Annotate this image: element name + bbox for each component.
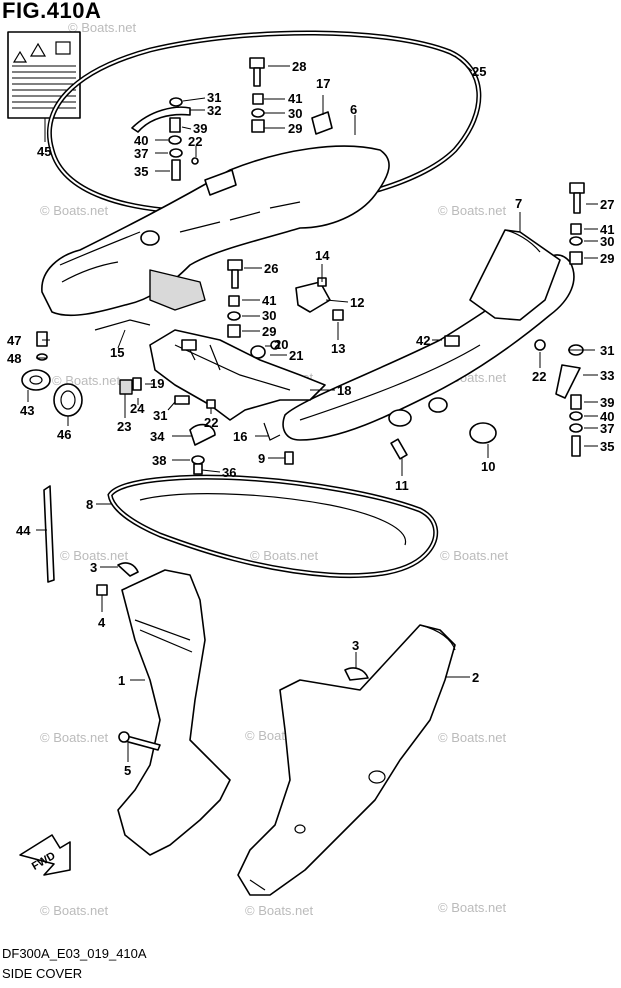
callout-42: 42 xyxy=(416,333,430,348)
callout-10: 10 xyxy=(481,459,495,474)
callout-25: 25 xyxy=(472,64,486,79)
callout-47: 47 xyxy=(7,333,21,348)
callout-18: 18 xyxy=(337,383,351,398)
watermark: © Boats.net xyxy=(245,903,314,918)
callout-16: 16 xyxy=(233,429,247,444)
watermark: © Boats.net xyxy=(68,20,137,35)
callout-21: 21 xyxy=(289,348,303,363)
callout-36: 36 xyxy=(222,465,236,480)
watermark: © Boats.net xyxy=(40,203,109,218)
warning-label-sticker xyxy=(7,31,81,119)
callout-5: 5 xyxy=(124,763,131,778)
callout-13: 13 xyxy=(331,341,345,356)
fwd-arrow-icon: FWD xyxy=(19,834,71,876)
callout-29: 29 xyxy=(288,121,302,136)
callout-35: 35 xyxy=(600,439,614,454)
watermark: © Boats.net xyxy=(60,548,129,563)
callout-2: 2 xyxy=(472,670,479,685)
figure-code: DF300A_E03_019_410A xyxy=(2,946,147,961)
callout-9: 9 xyxy=(258,451,265,466)
callout-29: 29 xyxy=(600,251,614,266)
callout-41: 41 xyxy=(262,293,276,308)
callout-44: 44 xyxy=(16,523,31,538)
callout-45: 45 xyxy=(37,144,51,159)
lower-gasket-frame xyxy=(107,474,439,579)
callout-31: 31 xyxy=(207,90,221,105)
watermark: © Boats.net xyxy=(438,900,507,915)
callout-30: 30 xyxy=(288,106,302,121)
watermark: © Boats.net xyxy=(440,548,509,563)
callout-29: 29 xyxy=(262,324,276,339)
callout-35: 35 xyxy=(134,164,148,179)
callout-22: 22 xyxy=(532,369,546,384)
callout-26: 26 xyxy=(264,261,278,276)
callout-46: 46 xyxy=(57,427,71,442)
figure-caption: SIDE COVER xyxy=(2,966,83,981)
upper-side-cover-left xyxy=(41,145,390,317)
callout-40: 40 xyxy=(134,133,148,148)
callout-17: 17 xyxy=(316,76,330,91)
callout-12: 12 xyxy=(350,295,364,310)
watermark: © Boats.net xyxy=(250,548,319,563)
callout-27: 27 xyxy=(600,197,614,212)
callout-40: 40 xyxy=(600,409,614,424)
callout-48: 48 xyxy=(7,351,21,366)
watermark: © Boats.net xyxy=(438,203,507,218)
callout-labels: 28 25 17 31 32 41 30 29 6 39 40 22 37 35… xyxy=(7,59,614,778)
watermarks: © Boats.net © Boats.net © Boats.net © Bo… xyxy=(40,20,509,918)
watermark: © Boats.net xyxy=(438,730,507,745)
callout-1: 1 xyxy=(118,673,125,688)
callout-28: 28 xyxy=(292,59,306,74)
callout-20: 20 xyxy=(274,337,288,352)
callout-6: 6 xyxy=(350,102,357,117)
lower-side-cover-left xyxy=(117,569,231,856)
callout-33: 33 xyxy=(600,368,614,383)
callout-39: 39 xyxy=(193,121,207,136)
callout-43: 43 xyxy=(20,403,34,418)
callout-3: 3 xyxy=(352,638,359,653)
callout-38: 38 xyxy=(152,453,166,468)
callout-15: 15 xyxy=(110,345,124,360)
callout-11: 11 xyxy=(395,478,409,493)
callout-32: 32 xyxy=(207,103,221,118)
center-bracket-assembly xyxy=(149,329,326,421)
callout-30: 30 xyxy=(600,234,614,249)
callout-4: 4 xyxy=(98,615,106,630)
callout-30: 30 xyxy=(262,308,276,323)
callout-7: 7 xyxy=(515,196,522,211)
callout-22: 22 xyxy=(204,415,218,430)
callout-3: 3 xyxy=(90,560,97,575)
callout-34: 34 xyxy=(150,429,165,444)
watermark: © Boats.net xyxy=(40,730,109,745)
callout-19: 19 xyxy=(150,376,164,391)
lower-side-cover-right xyxy=(237,624,456,896)
callout-14: 14 xyxy=(315,248,330,263)
callout-23: 23 xyxy=(117,419,131,434)
callout-37: 37 xyxy=(134,146,148,161)
callout-37: 37 xyxy=(600,421,614,436)
callout-41: 41 xyxy=(600,222,614,237)
callout-39: 39 xyxy=(600,395,614,410)
plug-10 xyxy=(469,422,497,444)
callout-24: 24 xyxy=(130,401,145,416)
watermark: © Boats.net xyxy=(40,903,109,918)
callout-31: 31 xyxy=(600,343,614,358)
callout-22: 22 xyxy=(188,134,202,149)
leader-lines xyxy=(27,55,598,762)
figure-title: FIG.410A xyxy=(2,0,102,23)
small-hardware xyxy=(21,57,585,751)
callout-41: 41 xyxy=(288,91,302,106)
callout-31: 31 xyxy=(153,408,167,423)
callout-8: 8 xyxy=(86,497,93,512)
